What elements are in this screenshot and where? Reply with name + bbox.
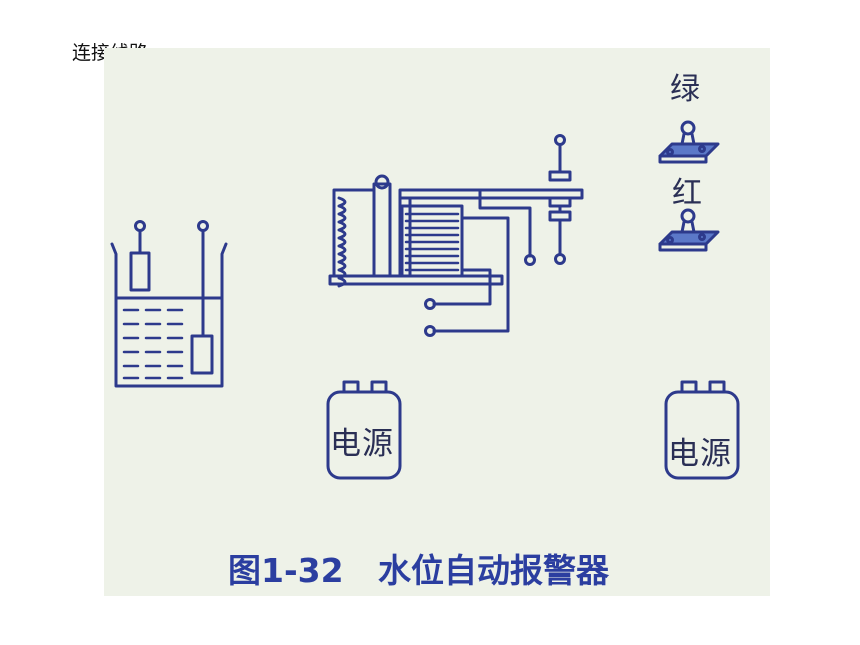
relay (328, 134, 584, 337)
armature-bar (398, 188, 584, 200)
armature-terminal[interactable] (524, 254, 536, 266)
water-tank (110, 220, 228, 388)
power-right-label: 电源 (668, 436, 732, 472)
relay-coil (400, 204, 464, 278)
tank-outline (110, 242, 228, 388)
lower-electrode[interactable] (190, 220, 214, 375)
coil-terminal-2[interactable] (424, 325, 436, 337)
water-level-alarm-figure: 绿 红 电源 电源 图1-32 水位自动报警器 (104, 48, 770, 596)
armature-pivot-post (372, 182, 392, 278)
power-left-label: 电源 (330, 426, 394, 462)
green-lamp (658, 120, 720, 164)
coil-lead-2 (432, 216, 510, 333)
coil-terminal-1[interactable] (424, 298, 436, 310)
circuit-diagram (110, 120, 740, 480)
power-supply-left (326, 380, 402, 480)
upper-electrode[interactable] (129, 220, 151, 292)
green-lamp-label: 绿 (670, 72, 700, 107)
armature-lead (478, 188, 532, 258)
red-lamp-label: 红 (672, 176, 702, 211)
figure-caption: 图1-32 水位自动报警器 (228, 551, 610, 590)
relay-frame (332, 188, 376, 278)
bulb-icon (680, 208, 696, 224)
power-supply-right (664, 380, 740, 480)
bulb-icon (680, 120, 696, 136)
battery-terminal-icon (708, 380, 726, 394)
coil-lead-1 (432, 268, 492, 306)
battery-terminal-icon (342, 380, 360, 394)
water-ripples (122, 308, 184, 380)
contact-terminal[interactable] (554, 253, 566, 265)
return-spring (337, 196, 347, 288)
battery-terminal-icon (680, 380, 698, 394)
red-lamp (658, 208, 720, 252)
battery-terminal-icon (370, 380, 388, 394)
contact-switch (548, 134, 572, 265)
